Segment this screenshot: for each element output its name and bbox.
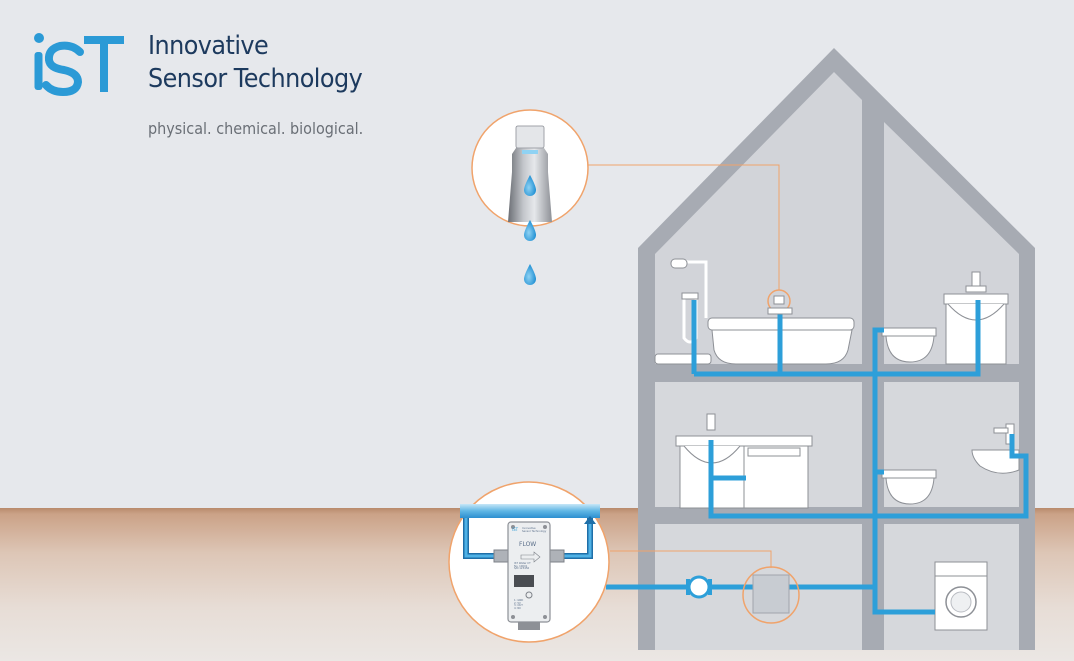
water-drop-icon [524,264,536,285]
water-pipes [606,300,1029,615]
washing-machine-icon [934,561,988,631]
brand-name-line1: Innovative [148,31,269,61]
brand-tagline: physical. chemical. biological. [148,119,364,138]
sensor-wiring: 1: GND 2: 5V 3: OUT 4: NC [514,599,524,611]
sensor-flow-label: FLOW [519,541,537,548]
flow-meter-icon [686,575,712,599]
water-drop-icon [524,175,536,196]
brand-name: Innovative Sensor Technology [148,30,424,96]
toilet-icon [881,327,937,363]
flow-sensor-callout [448,481,610,643]
ist-logo-icon [34,33,124,97]
sensor-info: IST Water CT No. 10001 S/N 123456 [514,562,531,571]
sensor-brand: Innovative Sensor Technology [522,527,547,533]
faucet-callout [471,109,589,285]
brand-name-line2: Sensor Technology [148,64,363,94]
sensor-wiring-line: 3: OUT [514,604,523,608]
faucet-icon [508,125,552,222]
sensor-wiring-line: 2: 5V [514,601,521,605]
sensor-info-line: IST Water CT [514,562,531,565]
sensor-brand-line2: Sensor Technology [522,529,547,533]
water-drop-icon [524,220,536,241]
sensor-logo-text: iST [512,527,519,532]
callout-lines [588,164,780,568]
sensor-wiring-line: 4: NC [514,607,522,611]
sensor-box-callout [742,566,800,624]
sensor-brand-line1: Innovative [522,527,536,530]
sensor-wiring-line: 1: GND [514,599,524,602]
sensor-info-line: No. 10001 [514,564,528,568]
faucet-highlight [767,289,793,315]
flow-sensor-icon [493,521,565,630]
sensor-info-line: S/N 123456 [514,567,530,571]
